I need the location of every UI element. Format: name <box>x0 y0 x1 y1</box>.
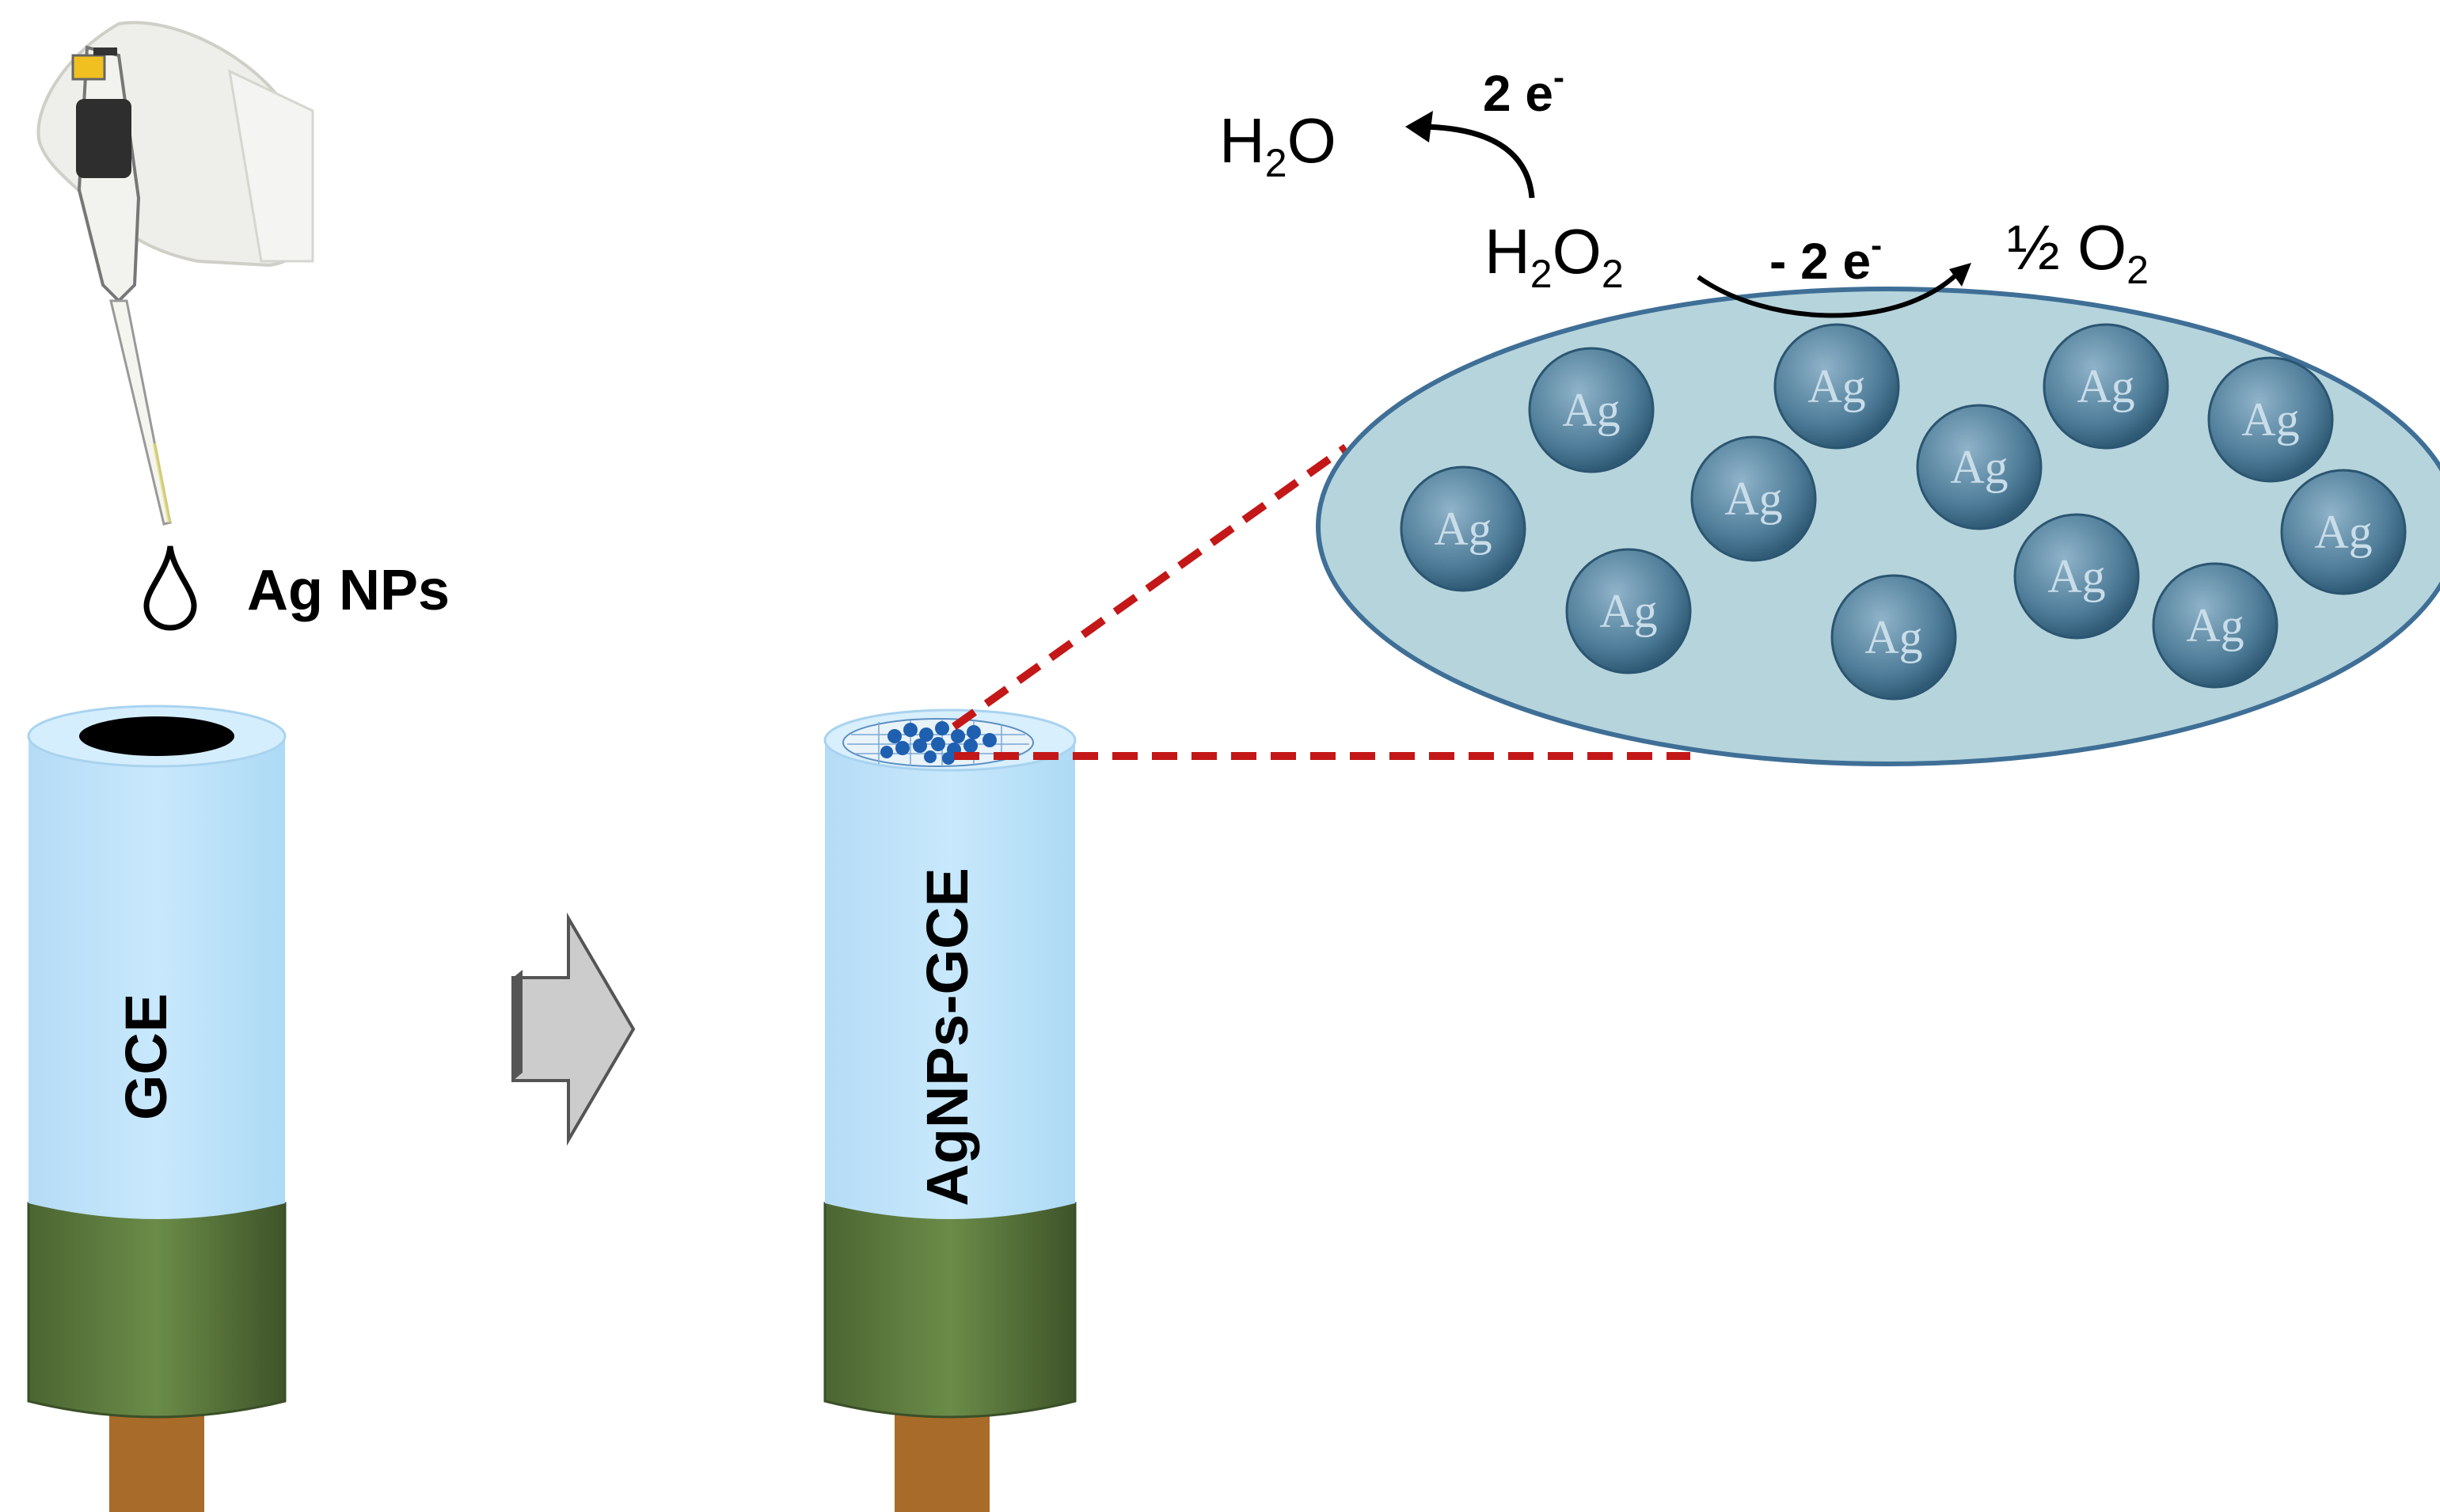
ag-particle: Ag <box>1916 404 2043 530</box>
zoom-lines <box>952 443 1690 760</box>
electrode-agnps-gce: AgNPs-GCE <box>823 709 1077 1512</box>
zoom-line-upper <box>952 443 1348 731</box>
ag-particle-label: Ag <box>1599 585 1657 637</box>
ag-particle-label: Ag <box>2186 599 2244 652</box>
ag-particle-sphere <box>1565 548 1692 674</box>
ag-particle-label: Ag <box>1724 473 1782 525</box>
electrode-gce: GCE <box>27 705 287 1512</box>
oxidation-arrow <box>1697 273 1958 318</box>
electrode-body <box>29 736 285 1219</box>
product-water: H2O <box>1219 105 1336 185</box>
reaction-scheme: 2 e- H2O H2O2 - 2 e- ½ O2 <box>1219 59 2149 318</box>
reactant-peroxide: H2O2 <box>1484 216 1624 296</box>
ag-particle: Ag <box>2280 469 2407 595</box>
ag-particle: Ag <box>1830 574 1957 701</box>
ag-particle-sphere <box>2207 356 2334 483</box>
ag-particle-label: Ag <box>1950 441 2008 493</box>
oxidation-electrons: - 2 e- <box>1769 226 1882 290</box>
electrode-bore <box>79 716 234 756</box>
ag-particle-sphere <box>1400 465 1526 592</box>
ag-particle: Ag <box>2152 562 2278 689</box>
ag-particle-sphere <box>1830 574 1957 701</box>
product-oxygen: ½ O2 <box>2007 212 2149 292</box>
ag-particle: Ag <box>2013 513 2140 640</box>
nanoparticle-layer <box>842 718 1034 767</box>
ag-particle: Ag <box>1400 465 1526 592</box>
electrode-collar <box>27 1202 287 1419</box>
electrode-body <box>825 740 1075 1219</box>
ag-particle-label: Ag <box>1434 503 1492 555</box>
reduction-electrons: 2 e- <box>1483 59 1564 122</box>
drop-label: Ag NPs <box>247 559 450 622</box>
ag-particle-label: Ag <box>2077 360 2134 412</box>
drop-icon <box>143 545 197 631</box>
pipette-tip <box>109 299 172 526</box>
ag-particle-label: Ag <box>1864 611 1922 663</box>
ag-particle-label: Ag <box>1562 384 1620 436</box>
ag-particle-label: Ag <box>2314 506 2372 558</box>
ag-particle: Ag <box>1690 435 1817 562</box>
ag-particle-label: Ag <box>1807 360 1865 412</box>
electrode-gce-label: GCE <box>113 993 179 1120</box>
ag-particle-label: Ag <box>2047 550 2105 602</box>
ag-particle: Ag <box>1773 323 1900 450</box>
ag-particle-sphere <box>1916 404 2043 530</box>
ag-particle-sphere <box>2280 469 2407 595</box>
ag-particle: Ag <box>1528 347 1655 473</box>
ag-particle: Ag <box>1565 548 1692 674</box>
ag-particle-label: Ag <box>2241 393 2299 446</box>
process-arrow <box>511 912 636 1146</box>
ag-particle: Ag <box>2207 356 2334 483</box>
ag-particle-sphere <box>2152 562 2278 689</box>
ag-particle: Ag <box>2043 323 2169 450</box>
pipette-illustration <box>36 21 314 526</box>
reduction-arrow <box>1416 123 1535 199</box>
ag-particle-sphere <box>2013 513 2140 640</box>
electrode-agnps-gce-label: AgNPs-GCE <box>914 868 980 1206</box>
electrode-collar <box>823 1202 1077 1419</box>
ag-particle-sphere <box>1528 347 1655 473</box>
ag-particle-sphere <box>1690 435 1817 562</box>
ag-particle-sphere <box>1773 323 1900 450</box>
ag-particle-sphere <box>2043 323 2169 450</box>
